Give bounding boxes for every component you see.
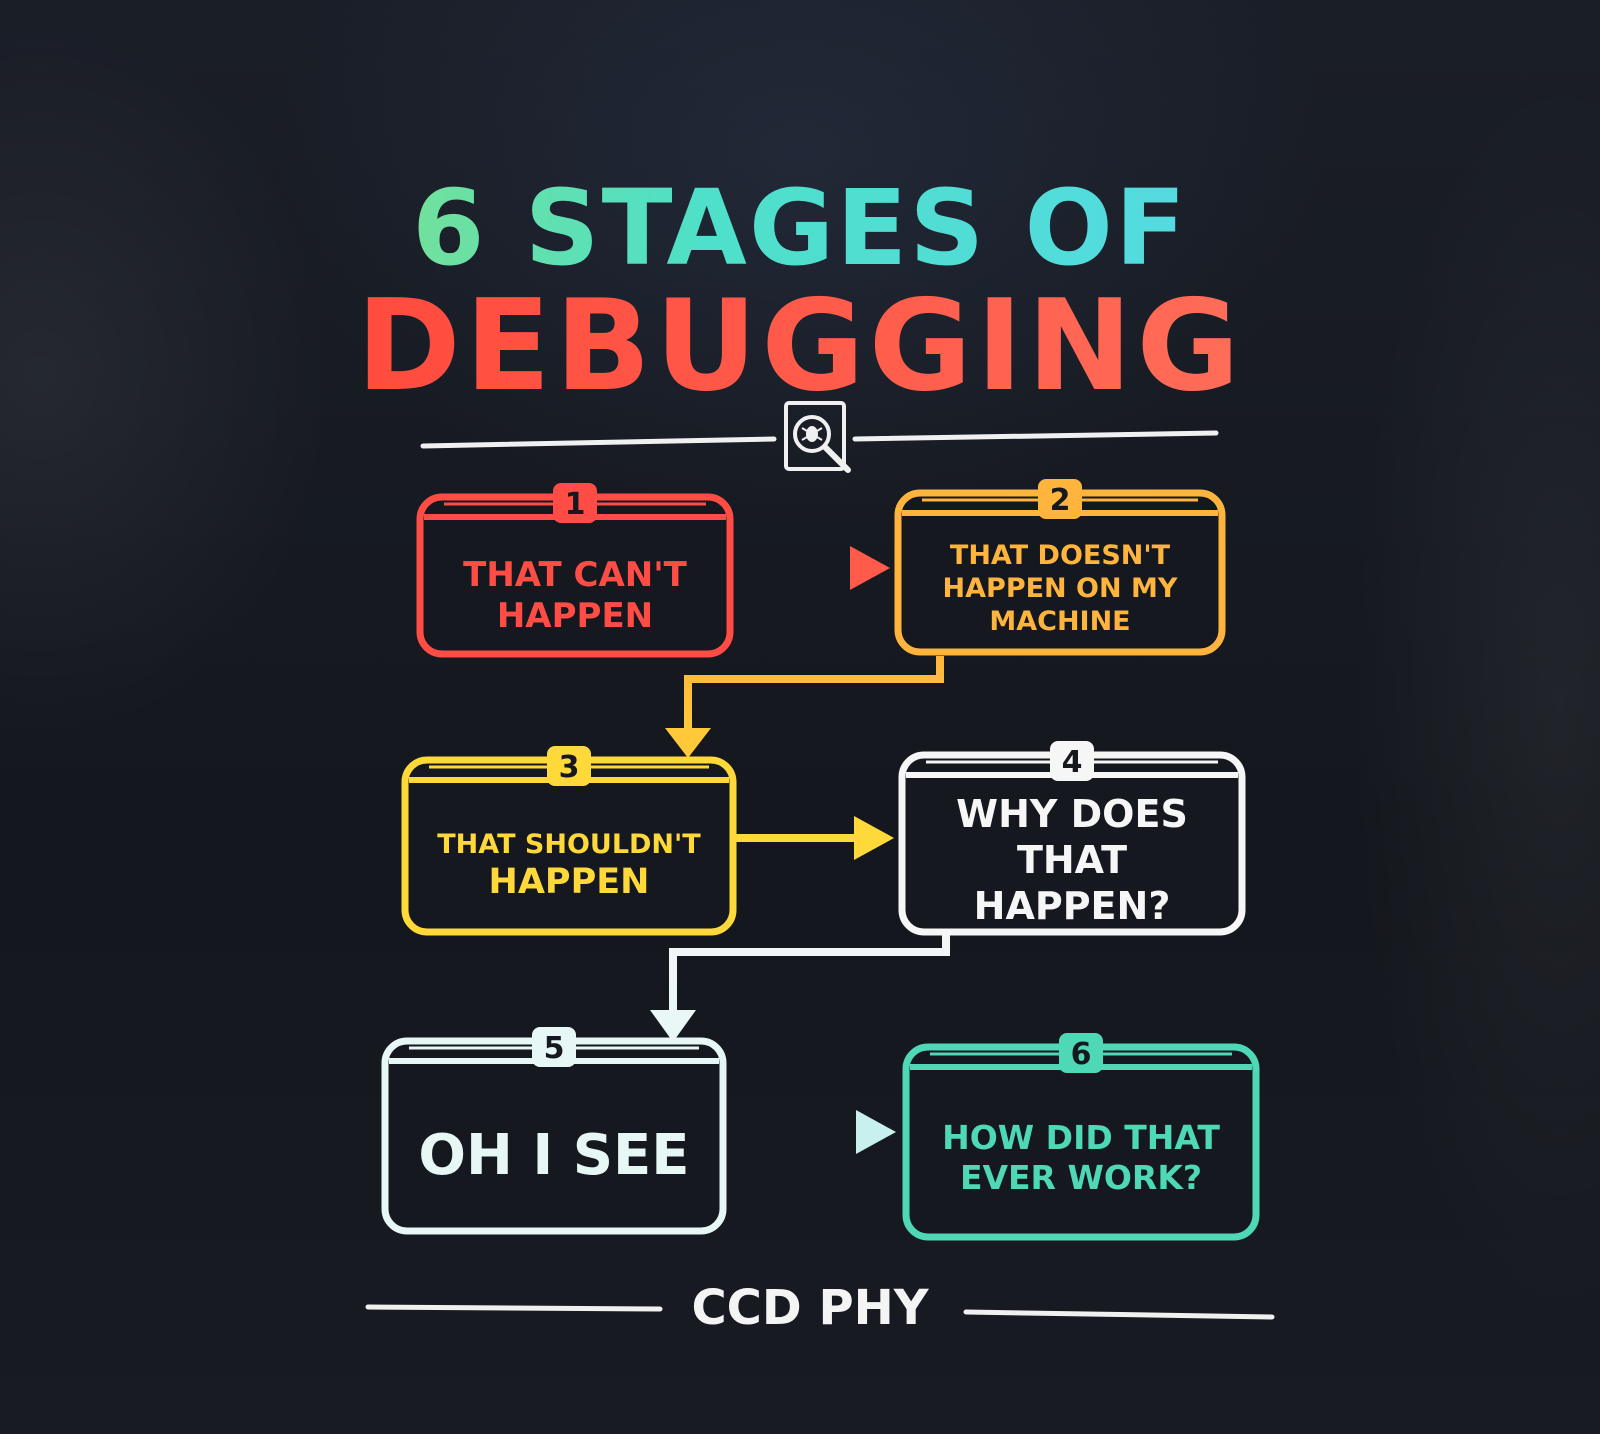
stage-label-line: THAT CAN'T (463, 554, 687, 595)
stage-box-1: 1 (416, 483, 734, 658)
arrow-4-to-5 (650, 934, 950, 1042)
bottom-divider-right (963, 1309, 1275, 1320)
stage-label-line: HAPPEN (488, 862, 650, 902)
stage-label-line: EVER WORK? (959, 1158, 1203, 1197)
stage-box-6: 6 (902, 1033, 1260, 1241)
stage-label-line: THAT HAPPEN? (973, 837, 1171, 928)
stage-label-line: OH I SEE (418, 1123, 690, 1188)
arrow-2-to-3 (665, 656, 944, 758)
stage-label-5: OH I SEE (395, 1081, 713, 1231)
stage-box-2: 2 (894, 479, 1226, 656)
stage-label-line: WHY DOES (956, 791, 1188, 836)
stage-label-line: THAT DOESN'T (949, 540, 1171, 571)
stage-number-badge (1038, 479, 1082, 519)
arrow-1-to-2 (733, 546, 890, 590)
top-divider-right (852, 430, 1219, 442)
stage-number-badge (1050, 741, 1094, 781)
stage-number: 5 (544, 1031, 565, 1066)
stage-number: 1 (565, 487, 586, 522)
footer-label: CCD PHY (691, 1280, 929, 1336)
stage-number: 4 (1062, 745, 1083, 780)
stage-box-3: 3 (401, 746, 737, 936)
stage-number-badge (547, 746, 591, 786)
stage-label-line: HAPPEN (496, 595, 654, 636)
title-line-2: DEBUGGING (300, 276, 1300, 416)
stage-number: 3 (559, 750, 580, 785)
stage-number: 2 (1050, 483, 1071, 518)
stage-number: 6 (1071, 1037, 1092, 1072)
arrow-5-to-6 (726, 1110, 896, 1154)
title-line-1: 6 STAGES OF (300, 168, 1300, 288)
stage-number-badge (532, 1027, 576, 1067)
bug-magnifier-icon (784, 401, 851, 473)
stage-label-line: THAT SHOULDN'T (437, 829, 701, 860)
stage-label-line: MACHINE (989, 606, 1131, 637)
stage-number-badge (553, 483, 597, 523)
stage-number-badge (1059, 1033, 1103, 1073)
top-divider-left (420, 436, 777, 449)
stage-label-line: HAPPEN ON MY (942, 573, 1178, 604)
stage-box-4: 4 (898, 741, 1246, 936)
stage-label-line: HOW DID THAT (942, 1118, 1220, 1157)
bottom-divider-left (365, 1304, 663, 1312)
stage-box-5: 5 (381, 1027, 727, 1235)
arrow-3-to-4 (733, 816, 894, 860)
